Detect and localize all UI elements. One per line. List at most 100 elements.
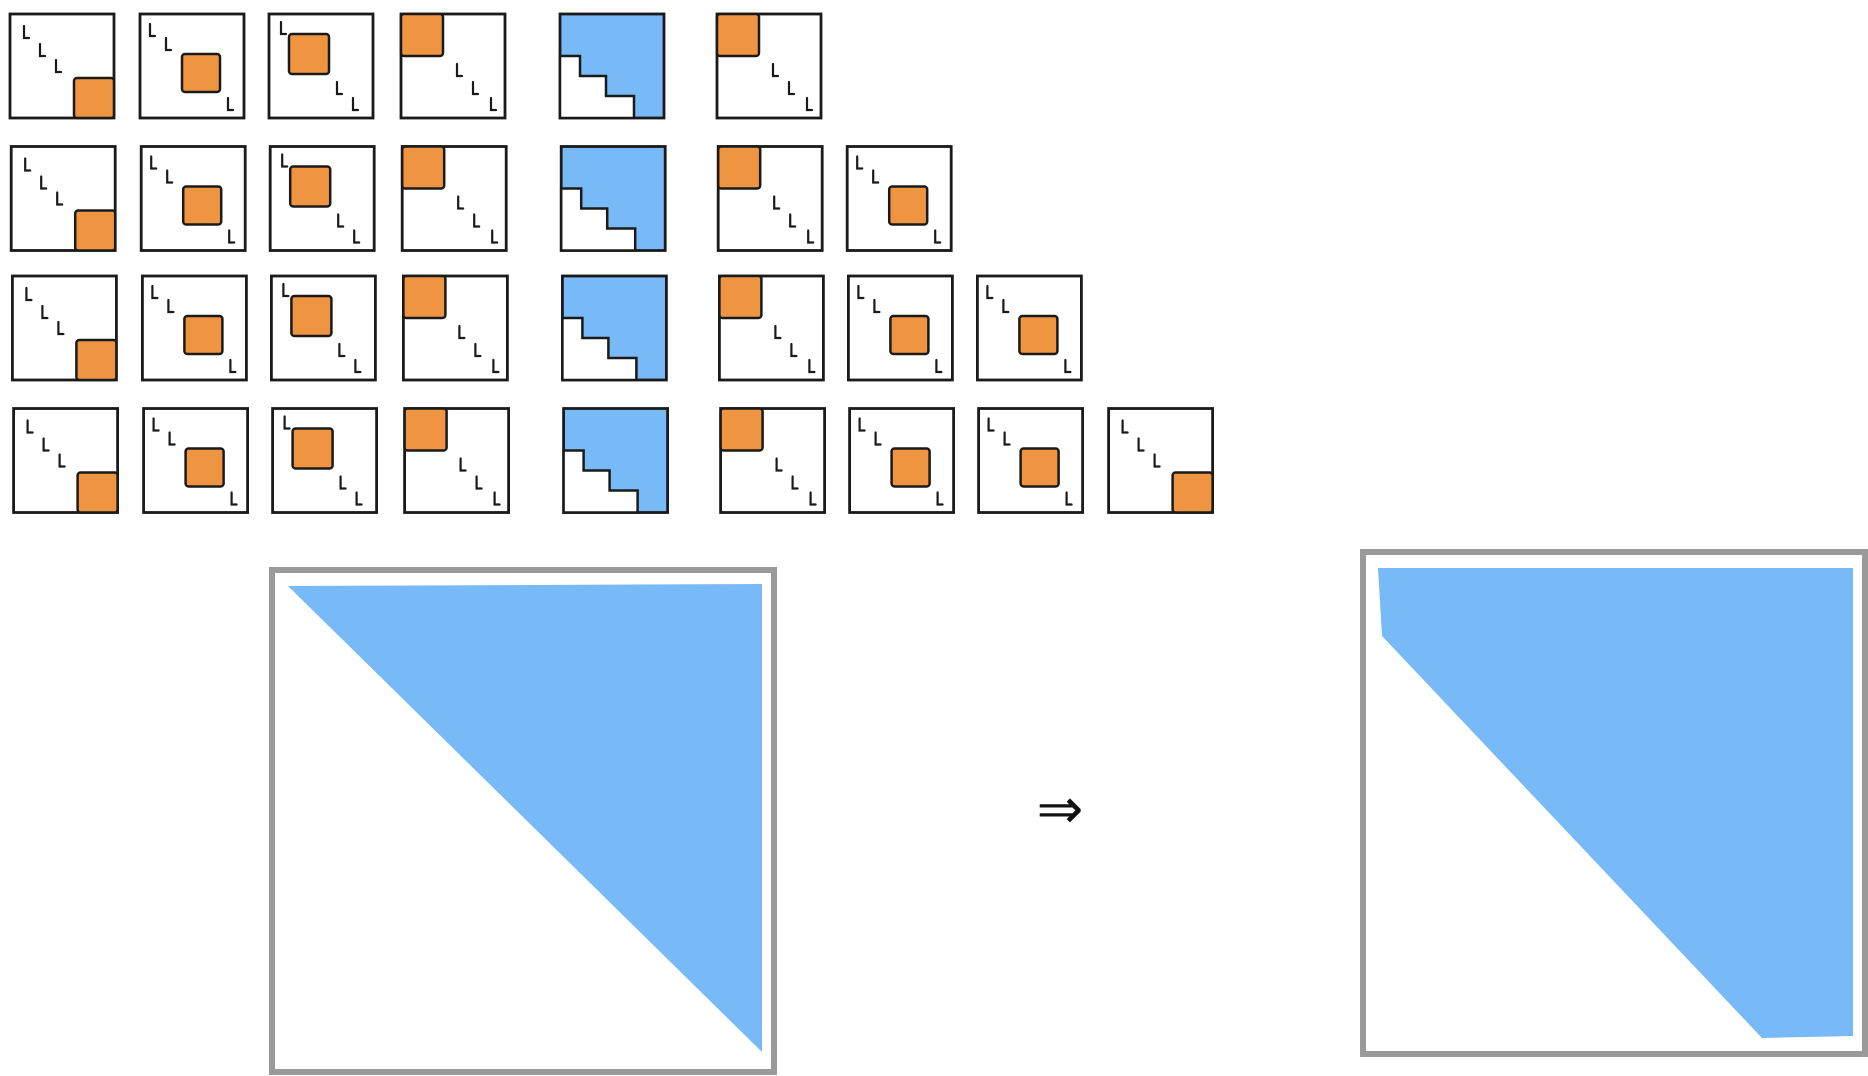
tick-mark <box>283 415 291 430</box>
orange-block <box>1019 447 1060 488</box>
tick-mark <box>471 80 480 96</box>
matrix-cell-upper-middle <box>271 407 379 514</box>
tick-mark <box>873 298 881 314</box>
matrix-cell-bottom-right <box>10 274 118 382</box>
orange-block <box>183 314 224 356</box>
cell-frame <box>847 274 954 382</box>
tick-mark <box>874 431 882 446</box>
matrix-cell-bottom-right <box>8 12 116 120</box>
orange-block <box>399 12 445 58</box>
tick-mark <box>38 42 47 58</box>
tick-mark <box>858 417 866 432</box>
orange-block <box>889 314 930 356</box>
tick-mark <box>226 96 235 112</box>
tick-mark <box>493 491 501 506</box>
tick-mark <box>856 155 864 170</box>
tick-mark <box>805 96 814 112</box>
matrix-cell-staircase <box>562 407 669 514</box>
tick-mark <box>150 155 158 170</box>
orange-block <box>287 32 331 76</box>
tick-mark <box>281 153 289 168</box>
matrix-cell-top-left <box>715 12 823 120</box>
tick-mark <box>56 191 64 206</box>
tick-mark <box>24 157 32 172</box>
matrix-cell-top-left <box>400 145 508 252</box>
matrix-cell-middle <box>139 145 247 252</box>
tick-mark <box>22 24 31 40</box>
matrix-cell-top-left <box>716 145 824 252</box>
matrix-cell-bottom-right <box>9 145 117 252</box>
orange-block <box>291 427 334 470</box>
tick-mark <box>168 431 176 446</box>
matrix-cell-top-left <box>403 407 511 514</box>
matrix-cell-bottom-right <box>1107 407 1214 514</box>
cell-frame <box>399 12 507 120</box>
tick-mark <box>473 213 481 228</box>
tick-mark <box>489 96 498 112</box>
tick-mark <box>54 58 63 74</box>
tick-mark <box>1064 358 1072 374</box>
staircase-lower-region <box>558 54 636 120</box>
matrix-cell-staircase <box>561 274 668 382</box>
tick-mark <box>457 195 465 210</box>
orange-block <box>719 407 764 452</box>
tick-mark <box>492 358 500 374</box>
orange-block <box>890 447 931 488</box>
tick-mark <box>773 195 781 210</box>
tick-mark <box>791 475 799 490</box>
tick-mark <box>774 324 782 340</box>
tick-mark <box>40 175 48 190</box>
orange-block <box>1018 314 1059 356</box>
orange-block <box>715 12 761 58</box>
matrix-cell-bottom-right <box>12 407 120 514</box>
orange-block <box>72 76 116 120</box>
tick-mark <box>337 213 345 228</box>
matrix-cell-middle <box>976 274 1083 382</box>
matrix-cell-upper-middle <box>269 274 377 382</box>
orange-block <box>73 209 117 252</box>
tick-mark <box>164 36 173 52</box>
tick-mark <box>936 491 944 506</box>
matrix-cell-top-left <box>401 274 509 382</box>
staircase-lower-region <box>559 187 637 252</box>
tick-mark <box>229 358 237 374</box>
matrix-cell-middle <box>138 12 246 120</box>
orange-block <box>76 471 119 514</box>
staircase-lower-region <box>561 316 638 382</box>
orange-block <box>180 52 222 94</box>
matrix-cell-upper-middle <box>267 12 375 120</box>
matrix-cell-middle <box>977 407 1084 514</box>
matrix-cell-staircase <box>558 12 666 120</box>
tick-mark <box>339 475 347 490</box>
comparison-section <box>269 549 1868 1075</box>
staircase-lower-region <box>562 449 639 514</box>
tick-mark <box>25 286 33 302</box>
orange-block <box>290 294 333 338</box>
tick-mark <box>459 457 467 472</box>
tick-mark <box>1003 431 1011 446</box>
matrix-cell-middle <box>847 274 954 382</box>
orange-block <box>75 338 118 382</box>
tick-mark <box>1137 437 1145 452</box>
tick-mark <box>353 229 361 244</box>
orange-block <box>887 185 929 226</box>
matrix-cell-staircase <box>559 145 667 252</box>
tick-mark <box>857 284 865 300</box>
tick-mark <box>787 80 796 96</box>
right-panel-upper-triangle <box>1378 568 1853 1038</box>
cell-frame <box>8 12 116 120</box>
tick-mark <box>790 342 798 358</box>
tick-mark <box>26 419 34 434</box>
tick-mark <box>58 453 66 468</box>
tick-mark <box>1153 453 1161 468</box>
tick-mark <box>808 358 816 374</box>
tick-mark <box>1121 419 1129 434</box>
tick-mark <box>771 62 780 78</box>
tick-mark <box>351 96 360 112</box>
orange-block <box>403 407 448 452</box>
tick-mark <box>987 417 995 432</box>
orange-block <box>400 145 446 190</box>
orange-block <box>716 145 762 190</box>
orange-block <box>288 165 332 208</box>
tick-mark <box>354 358 362 374</box>
